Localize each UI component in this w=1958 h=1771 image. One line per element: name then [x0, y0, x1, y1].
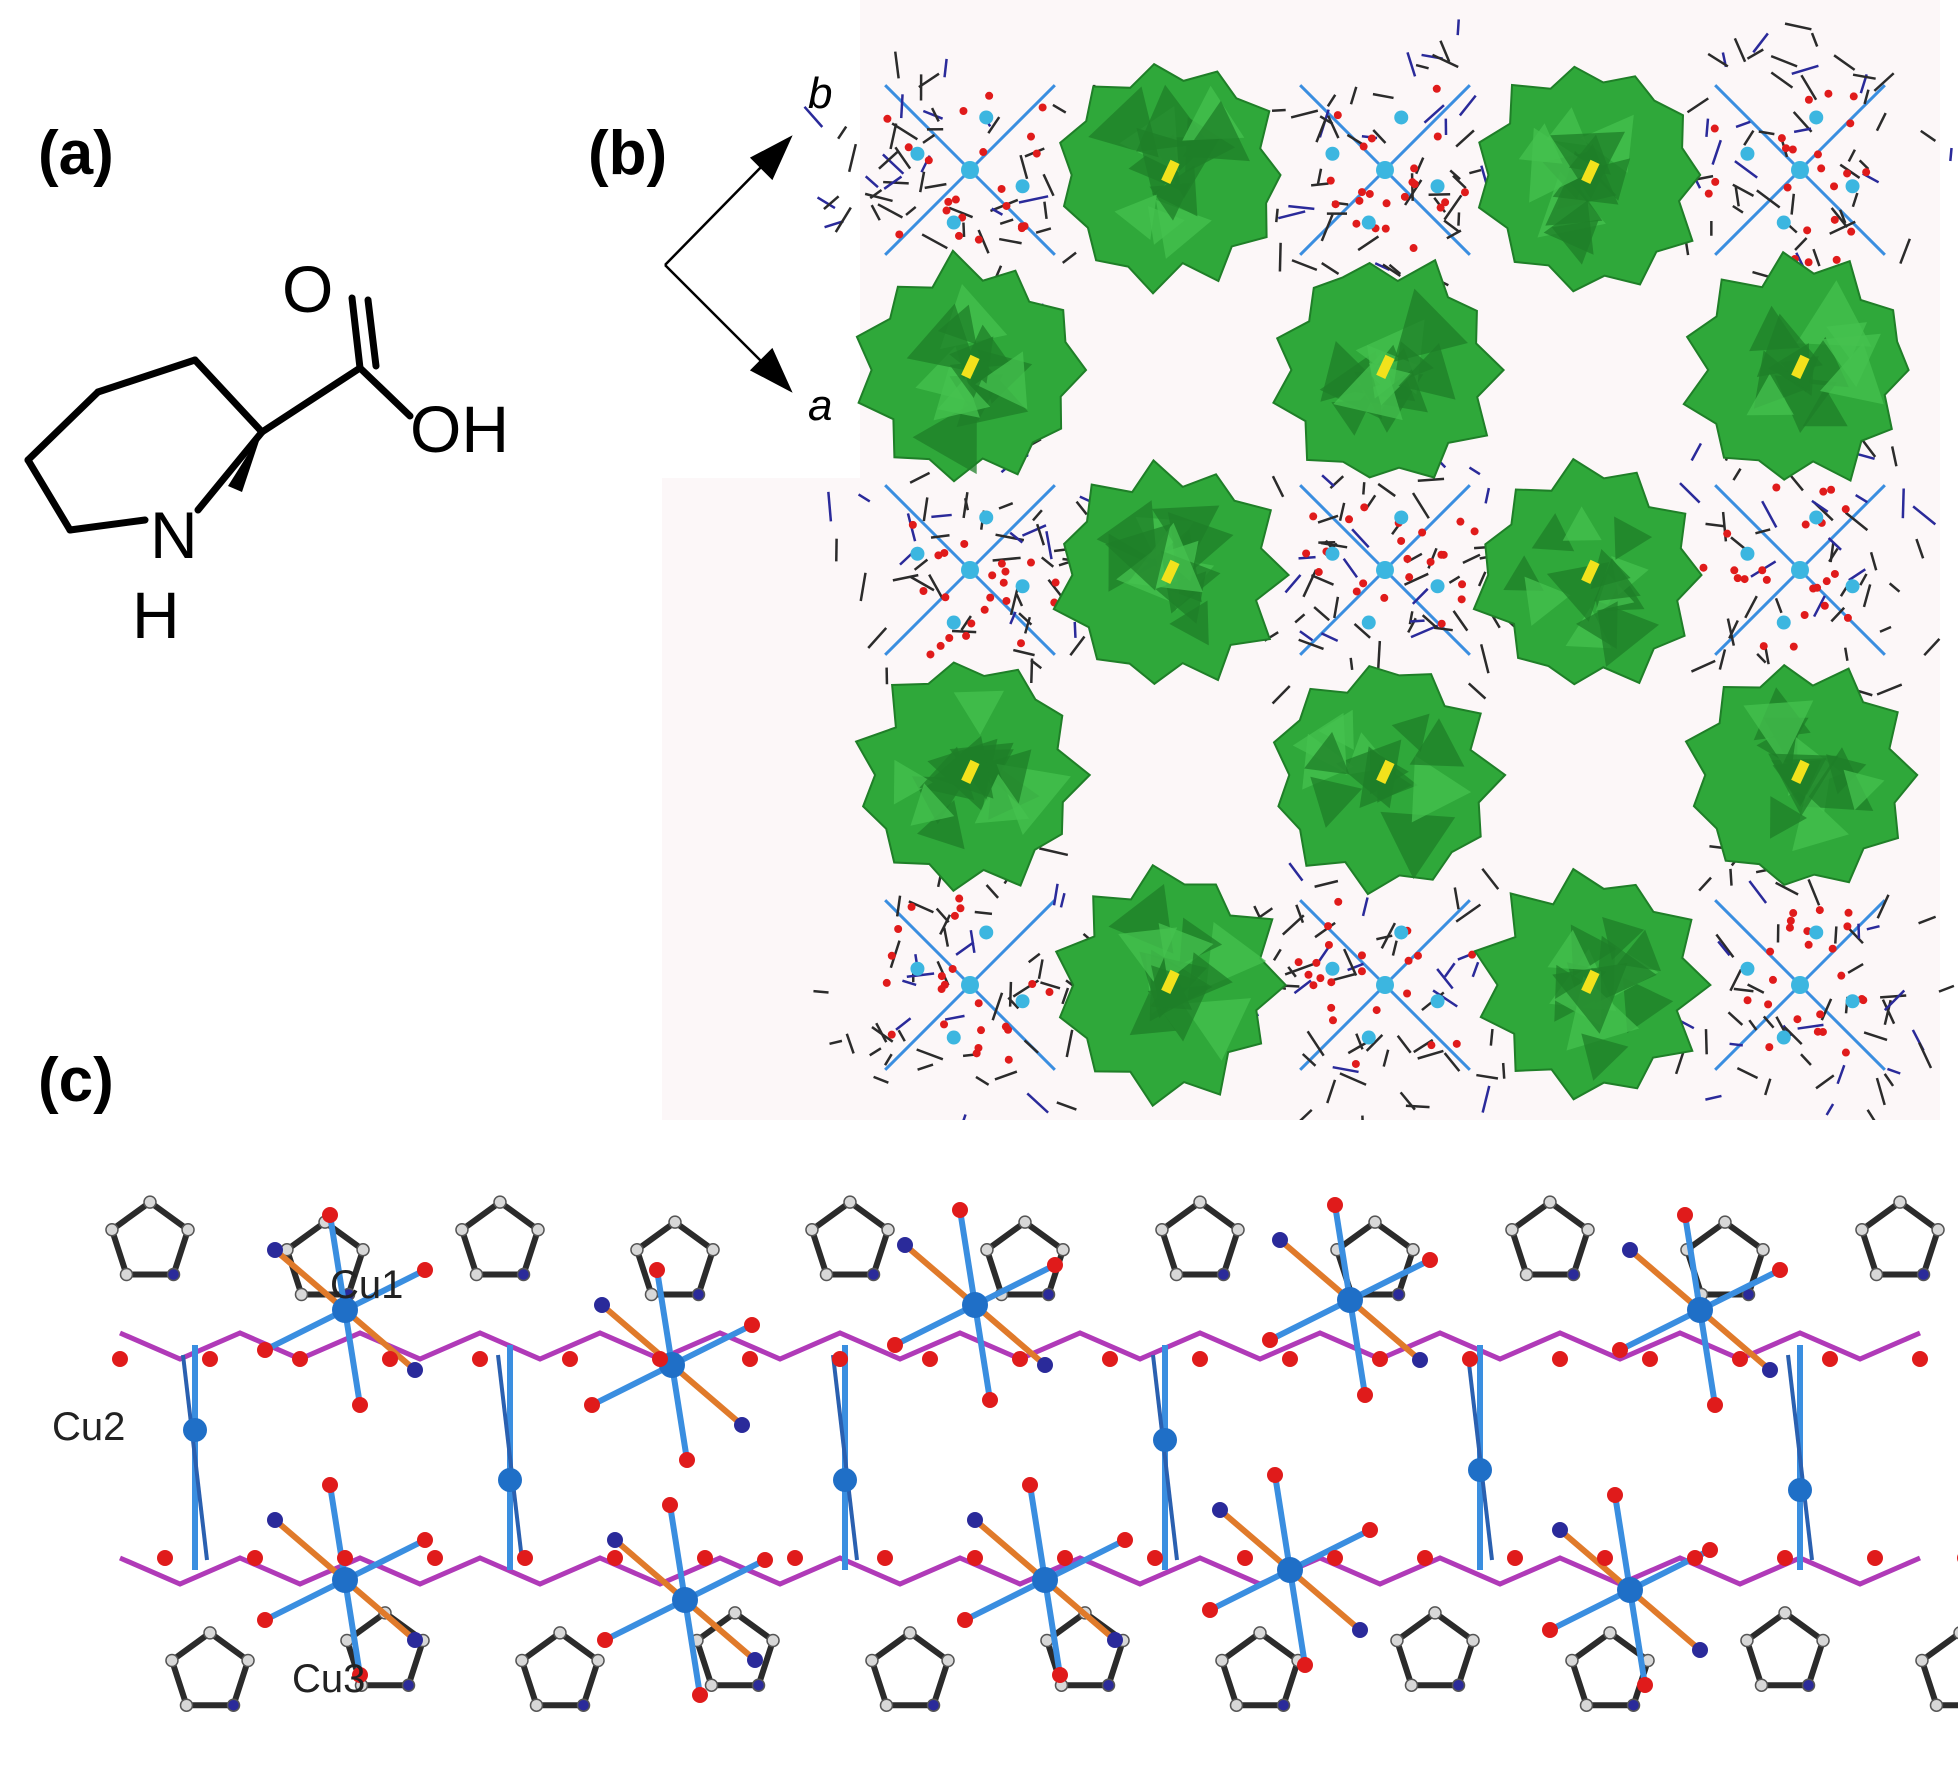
polyoxometalate-cluster	[1272, 258, 1506, 479]
cu3-label: Cu3	[292, 1657, 365, 1701]
copper-proline-nodes	[803, 19, 1955, 1120]
polyoxometalate-cluster	[1272, 664, 1507, 896]
cu-proline-node	[813, 825, 1132, 1120]
carbonyl-oxygen-label: O	[282, 252, 333, 326]
ring-nitrogen-label: N	[150, 498, 198, 572]
copper-center	[257, 1477, 433, 1683]
polyoxometalate-cluster	[1477, 65, 1702, 293]
polyoxometalate-cluster	[1684, 663, 1919, 887]
cu-proline-node	[1624, 824, 1955, 1120]
pyrrolidine-ring	[24, 356, 266, 534]
bridging-copper	[831, 1345, 859, 1570]
cu2-label: Cu2	[52, 1405, 125, 1449]
copper-center	[887, 1202, 1063, 1408]
chain-bonds-and-atoms	[105, 1195, 1958, 1712]
cu-proline-node	[1263, 434, 1548, 707]
axis-a-label: a	[808, 381, 832, 430]
crystal-packing-diagram: b a	[664, 19, 1955, 1120]
polyoxometalate-cluster	[854, 661, 1092, 893]
carboxyl-group	[258, 294, 414, 436]
axis-b-label: b	[808, 69, 832, 118]
polyoxometalate-clusters	[854, 62, 1919, 1108]
polyoxometalate-cluster	[1052, 458, 1291, 686]
polyoxometalate-cluster	[855, 249, 1088, 483]
copper-center	[1202, 1467, 1378, 1673]
panel-a-label: (a)	[38, 119, 114, 188]
panel-b-label: (b)	[588, 119, 668, 188]
copper-center	[1262, 1197, 1438, 1403]
copper-center	[257, 1207, 433, 1413]
copper-center	[1612, 1207, 1788, 1413]
copper-center	[957, 1477, 1133, 1683]
bridging-copper	[1786, 1345, 1814, 1570]
ring-nh-hydrogen-label: H	[132, 578, 180, 652]
proline-structure: O OH N H	[24, 252, 509, 652]
copper-center	[584, 1262, 760, 1468]
bridging-copper	[496, 1345, 524, 1570]
copper-center	[597, 1497, 773, 1703]
bridging-copper	[1466, 1345, 1494, 1570]
hydroxyl-label: OH	[410, 392, 509, 466]
copper-center	[1542, 1487, 1718, 1693]
wedge-bond	[228, 432, 262, 492]
cu1-label: Cu1	[330, 1263, 403, 1307]
cu-proline-node	[1648, 22, 1953, 334]
bridging-copper	[1151, 1345, 1179, 1570]
polyoxometalate-cluster	[1472, 457, 1703, 686]
panel-c-label: (c)	[38, 1046, 114, 1115]
polyoxometalate-cluster	[1473, 867, 1712, 1101]
copper-chain-structure: Cu1 Cu2 Cu3	[52, 1195, 1958, 1712]
polyoxometalate-cluster	[1682, 250, 1910, 483]
bridging-copper	[181, 1345, 209, 1570]
cu-proline-node	[1234, 19, 1539, 344]
panel-b-background-lower	[662, 478, 862, 1120]
polyoxometalate-cluster	[1054, 863, 1288, 1108]
polyoxometalate-cluster	[1059, 62, 1282, 295]
axis-arrows	[664, 135, 793, 393]
